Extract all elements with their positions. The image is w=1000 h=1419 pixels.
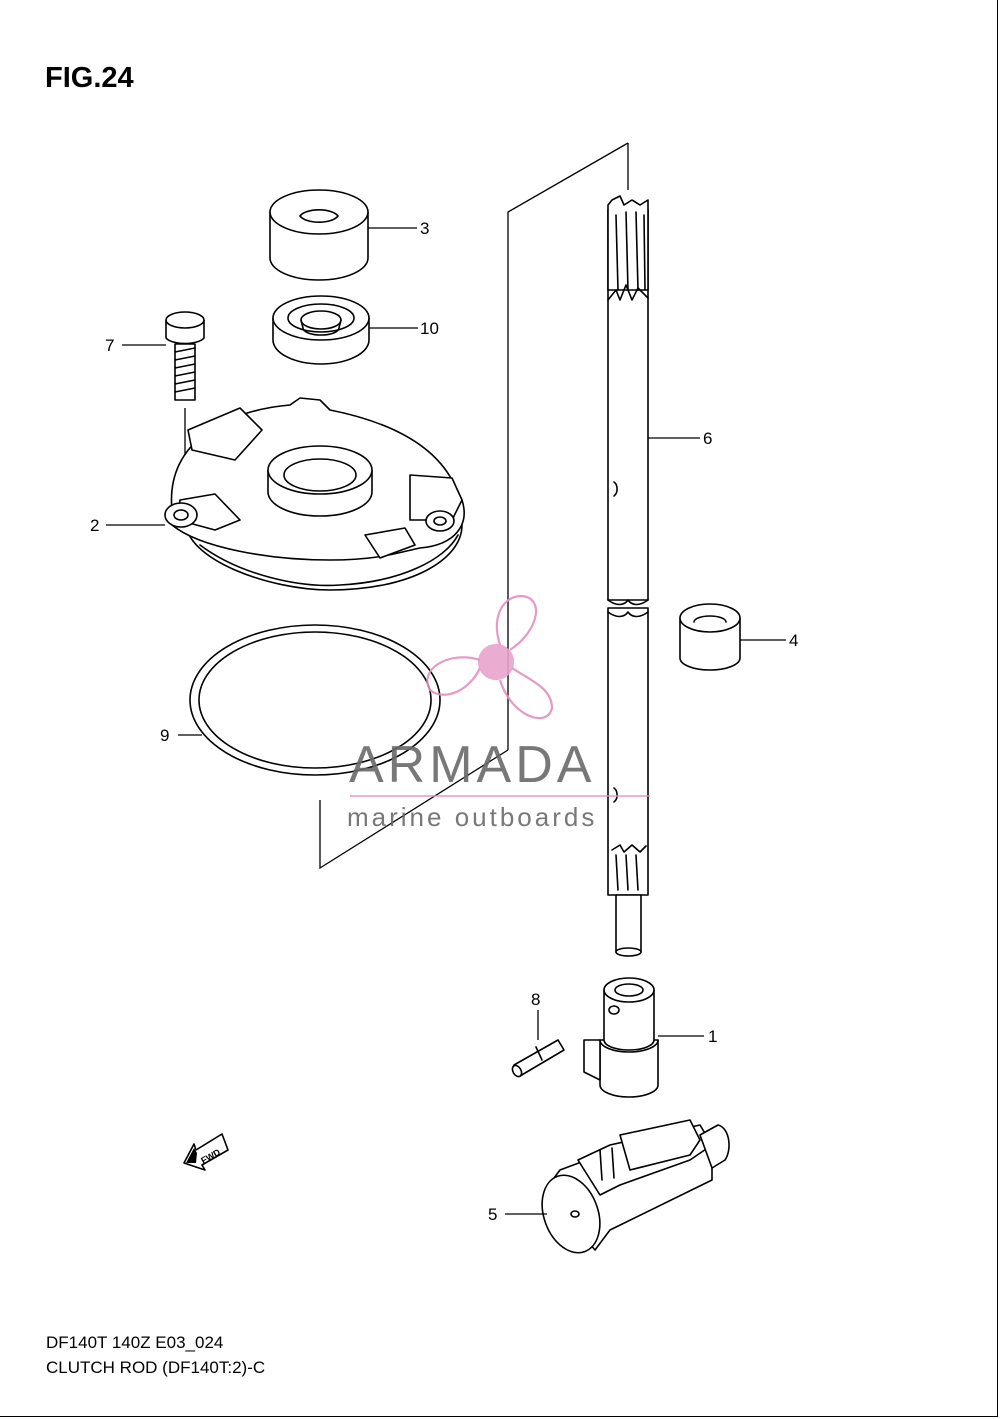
part-7-bolt xyxy=(165,311,205,505)
part-1-rod-joint xyxy=(583,977,659,1098)
assembly-bracket-line xyxy=(319,142,629,870)
figure-title: FIG.24 xyxy=(45,62,134,94)
callout-4: 4 xyxy=(789,631,798,650)
footer-description: CLUTCH ROD (DF140T:2)-C xyxy=(46,1358,266,1377)
part-5-clutch-fork xyxy=(541,1119,730,1254)
part-8-pin xyxy=(511,1039,565,1078)
part-4-bushing xyxy=(679,603,741,671)
propeller-icon xyxy=(426,594,554,720)
callout-9: 9 xyxy=(160,726,169,745)
callout-10: 10 xyxy=(420,319,439,338)
callout-7: 7 xyxy=(105,336,114,355)
fwd-direction-badge: FWD xyxy=(183,1133,229,1171)
part-10-oil-seal xyxy=(272,295,370,365)
armada-watermark: ARMADA marine outboards xyxy=(347,594,650,832)
callout-8: 8 xyxy=(531,990,540,1009)
callout-3: 3 xyxy=(420,219,429,238)
leader-lines xyxy=(106,227,786,1215)
part-3-bushing xyxy=(269,189,369,281)
footer-model-code: DF140T 140Z E03_024 xyxy=(46,1333,224,1352)
watermark-tagline: marine outboards xyxy=(347,802,597,832)
part-6-clutch-rod xyxy=(607,195,649,957)
callout-5: 5 xyxy=(488,1205,497,1224)
callout-1: 1 xyxy=(708,1027,717,1046)
callout-labels: 3 10 7 2 6 4 9 1 8 5 xyxy=(90,219,798,1224)
part-9-o-ring xyxy=(189,624,441,776)
part-2-cover-plate xyxy=(164,397,465,591)
callout-6: 6 xyxy=(703,429,712,448)
callout-2: 2 xyxy=(90,516,99,535)
watermark-brand: ARMADA xyxy=(349,736,595,794)
